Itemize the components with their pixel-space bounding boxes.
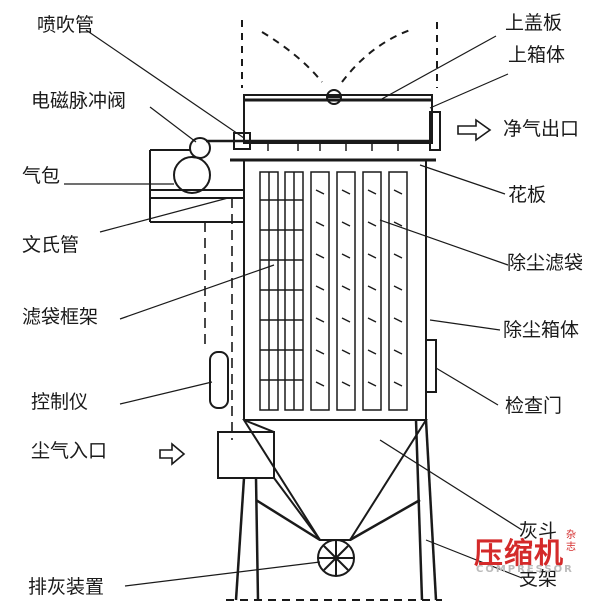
support-legs	[234, 419, 438, 601]
control-wiring	[204, 198, 233, 440]
label-blow-pipe: 喷吹管	[37, 14, 95, 36]
label-tube-sheet: 花板	[508, 184, 547, 206]
lifting-dashes	[241, 20, 438, 88]
ash-hopper	[242, 419, 428, 541]
inlet-box	[217, 431, 275, 479]
label-dust-inlet: 尘气入口	[31, 440, 108, 462]
clean-outlet-flange	[429, 111, 441, 151]
filter-bags	[259, 171, 408, 411]
inspection-door	[425, 339, 437, 393]
label-controller: 控制仪	[31, 391, 89, 413]
label-ash-hopper: 灰斗	[519, 520, 558, 542]
clean-outlet-arrow	[457, 118, 492, 142]
blow-nozzles	[267, 141, 399, 151]
label-venturi: 文氏管	[22, 234, 80, 256]
label-top-cover: 上盖板	[505, 12, 563, 34]
label-inspection-door: 检查门	[505, 395, 563, 417]
pulse-valve	[189, 137, 211, 159]
watermark-brand: 压缩机	[474, 536, 565, 570]
upper-box	[243, 94, 433, 144]
bag-cage-rungs	[260, 172, 303, 410]
watermark-latin: COMPRESSOR	[476, 564, 574, 575]
label-dust-box: 除尘箱体	[503, 319, 580, 341]
label-air-bag: 气包	[22, 165, 61, 187]
label-filter-bag: 除尘滤袋	[507, 252, 584, 274]
watermark-vertical: 杂志	[566, 530, 576, 553]
dust-marks	[315, 189, 403, 387]
label-pulse-valve: 电磁脉冲阀	[31, 90, 127, 112]
air-bag	[173, 156, 211, 194]
label-bag-cage: 滤袋框架	[22, 306, 99, 328]
label-discharge: 排灰装置	[28, 576, 105, 598]
dust-inlet-arrow	[159, 442, 186, 466]
label-support: 支架	[519, 568, 558, 590]
label-upper-box: 上箱体	[508, 44, 566, 66]
leader-lines	[64, 29, 523, 587]
label-clean-outlet: 净气出口	[503, 118, 580, 140]
controller-box	[209, 351, 229, 409]
